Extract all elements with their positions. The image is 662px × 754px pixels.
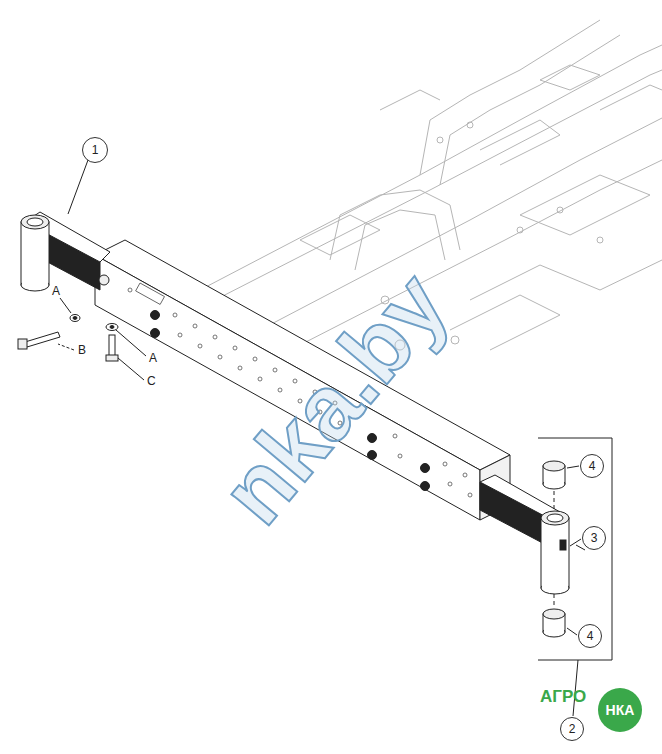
callout-number: 2: [560, 717, 584, 741]
watermark: nka.by: [205, 257, 463, 539]
part-letter: C: [147, 375, 156, 387]
part-letter: A: [52, 285, 60, 297]
node-text: 4: [589, 459, 596, 473]
part-letter: A: [149, 352, 157, 364]
node-text: 3: [591, 531, 598, 545]
node-text: 1: [92, 143, 99, 157]
brand-text: АГРО: [540, 688, 586, 705]
node-text: НКА: [606, 702, 635, 718]
logo-badge: НКА: [598, 688, 642, 732]
node-text: 4: [587, 629, 594, 643]
callout-number: 1: [82, 137, 108, 163]
node-text: 2: [569, 722, 576, 736]
part-letter: B: [78, 344, 86, 356]
callout-number: 4: [578, 624, 602, 648]
callout-number: 4: [580, 454, 604, 478]
callout-number: 3: [582, 526, 606, 550]
